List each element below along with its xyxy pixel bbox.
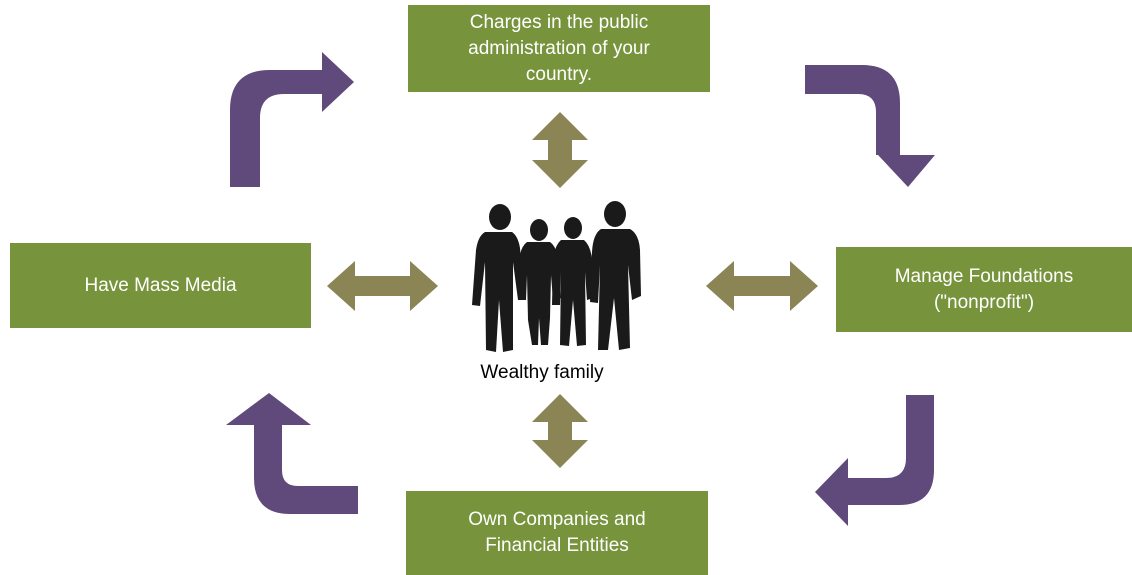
node-label: Have Mass Media: [84, 274, 237, 296]
node-label: Own Companies and Financial Entities: [468, 509, 646, 556]
center-link-arrows: [327, 112, 818, 468]
node-label: Charges in the public administration of …: [468, 11, 650, 85]
cycle-arrow-left-to-top: [230, 52, 354, 187]
people-silhouette-icon: [472, 201, 641, 352]
cycle-arrow-bottom-to-left: [226, 393, 358, 514]
node-companies: Own Companies and Financial Entities: [406, 491, 708, 575]
link-arrow-left: [327, 261, 438, 311]
node-foundations: Manage Foundations ("nonprofit"): [836, 247, 1132, 332]
link-arrow-top: [532, 112, 588, 188]
cycle-arrow-top-to-right: [805, 65, 935, 187]
cycle-arrows: [226, 52, 935, 526]
link-arrow-bottom: [532, 394, 588, 468]
cycle-arrow-right-to-bottom: [815, 395, 934, 526]
center-label: Wealthy family: [480, 362, 604, 383]
node-public-administration: Charges in the public administration of …: [408, 5, 710, 92]
node-label: Manage Foundations ("nonprofit"): [894, 265, 1074, 313]
node-mass-media: Have Mass Media: [10, 243, 311, 328]
link-arrow-right: [706, 261, 818, 311]
